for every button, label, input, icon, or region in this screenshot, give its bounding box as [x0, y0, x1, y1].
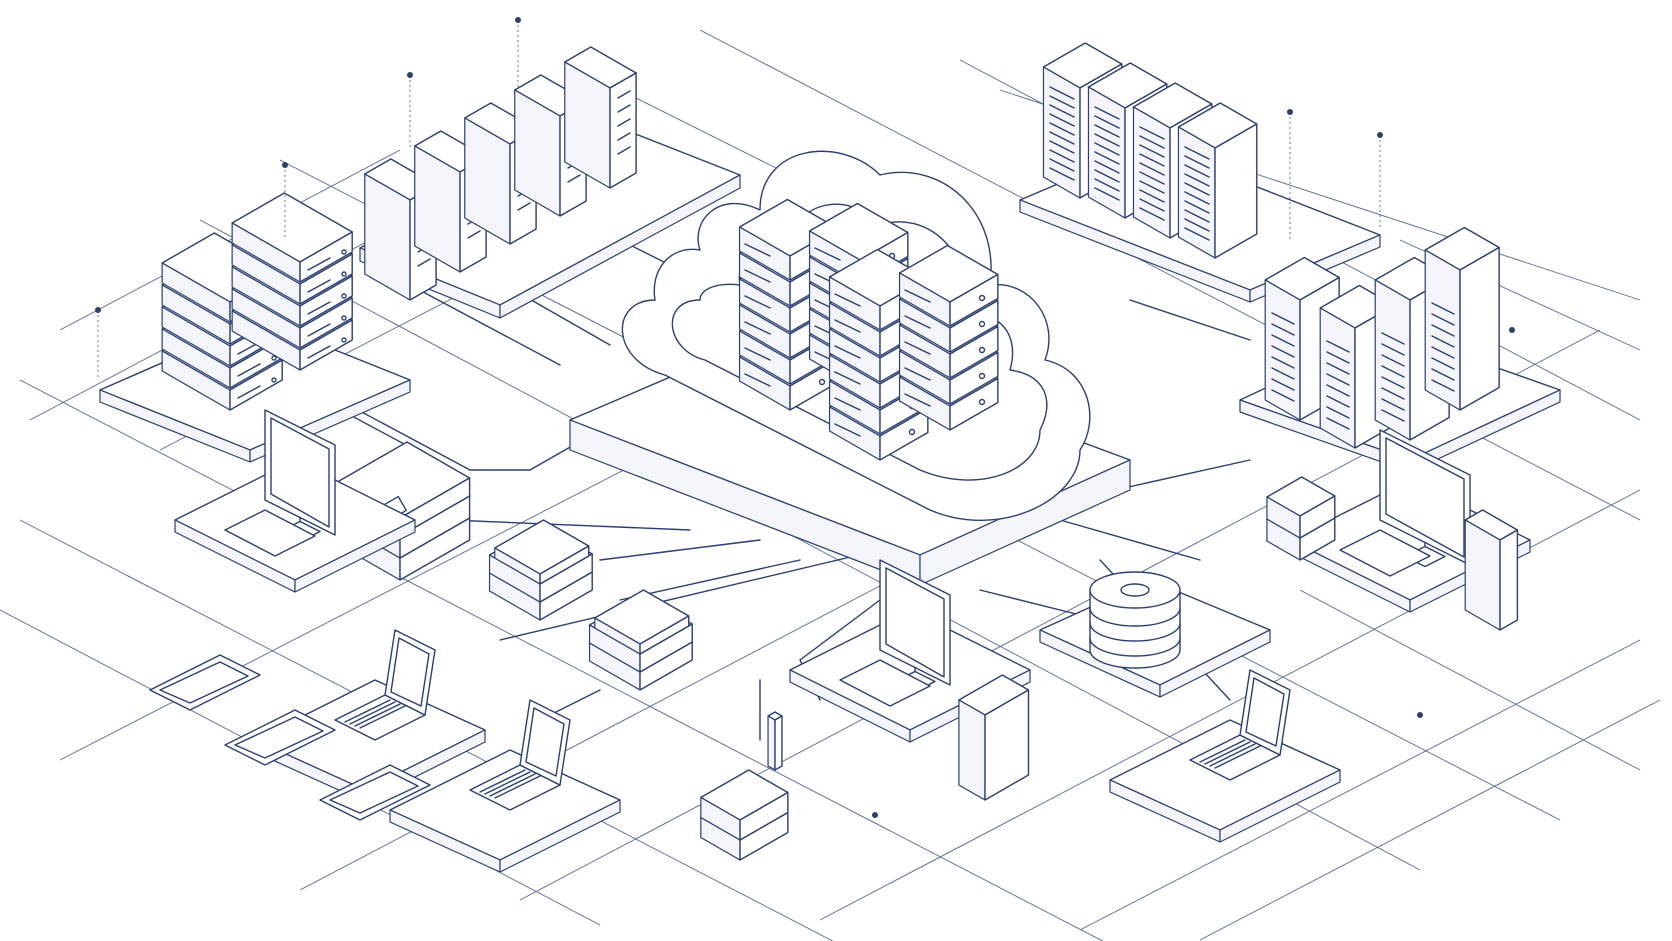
network-switch-top — [595, 590, 689, 654]
rack-cabinet-row — [1020, 43, 1380, 302]
desktop-tower — [959, 675, 1029, 800]
router-top — [701, 770, 788, 840]
cloud-server-unit — [900, 246, 998, 327]
rack-cabinet — [1178, 103, 1256, 258]
laptop-right — [1110, 670, 1340, 842]
end-devices — [150, 410, 1530, 872]
server-cabinet — [1425, 228, 1499, 411]
processor-unit — [337, 442, 787, 860]
marker-pins — [95, 17, 1515, 818]
laptop-bottom-left — [390, 700, 620, 872]
cloud-hub — [570, 151, 1130, 585]
network-switch-top — [495, 520, 589, 584]
tablet-1 — [150, 655, 260, 710]
tower-server-row — [360, 47, 740, 318]
tablet-2 — [225, 710, 335, 765]
desktop-tower-right — [1465, 510, 1517, 630]
database-cylinder — [1040, 572, 1270, 697]
rack-server-unit — [232, 193, 352, 282]
tablet-3 — [320, 765, 430, 820]
server-cabinet-group — [1240, 228, 1560, 473]
small-tower-antenna — [768, 712, 782, 770]
tower-server — [565, 47, 636, 188]
small-server-right-top — [1267, 477, 1335, 538]
desktop-left — [175, 410, 415, 592]
